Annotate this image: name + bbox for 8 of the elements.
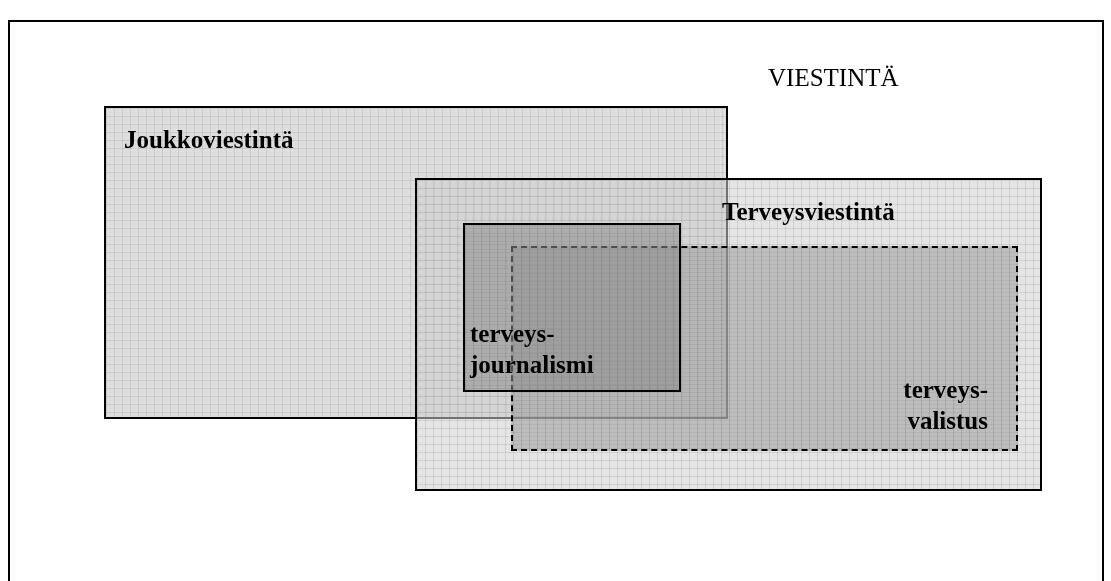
area-box bbox=[463, 223, 681, 392]
area-label: Terveysviestintä bbox=[722, 197, 896, 227]
area-label: VIESTINTÄ bbox=[768, 63, 900, 93]
area-box bbox=[8, 20, 1104, 581]
area-label: terveys- valistus bbox=[902, 375, 988, 436]
area-label: Joukkoviestintä bbox=[124, 125, 295, 155]
area-label: terveys- journalismi bbox=[470, 319, 595, 380]
area-box bbox=[415, 178, 1042, 491]
